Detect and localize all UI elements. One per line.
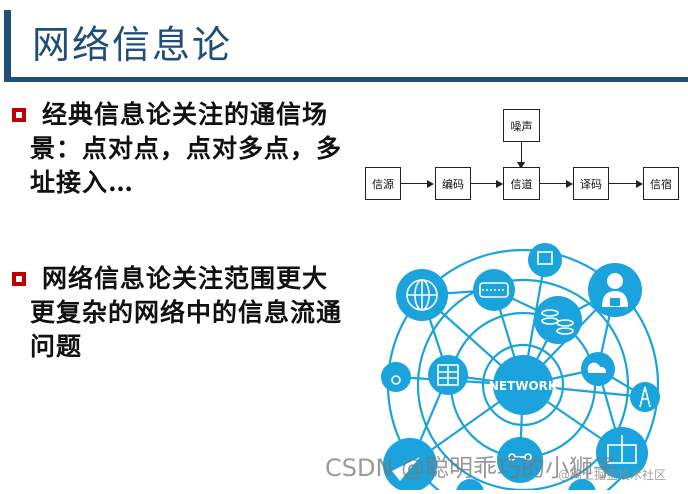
square-bullet-icon <box>12 108 26 122</box>
bullet-classic-info-theory: 经典信息论关注的通信场景：点对点，点对多点，多址接入… <box>12 98 342 200</box>
block-encoder: 编码 <box>435 167 471 200</box>
communication-block-diagram: 噪声 信源 编码 信道 译码 信宿 <box>355 95 688 215</box>
bullet-text: 网络信息论关注范围更大更复杂的网络中的信息流通问题 <box>30 264 343 361</box>
arrow-right-icon <box>636 180 643 188</box>
block-sink: 信宿 <box>643 167 679 200</box>
arrow-right-icon <box>496 180 503 188</box>
watermark-juejin: @稀土掘金技术社区 <box>558 468 667 482</box>
block-decoder: 译码 <box>573 167 609 200</box>
connector <box>401 183 431 184</box>
title-accent-bar <box>4 10 11 80</box>
network-illustration: NETWORK <box>370 235 688 494</box>
arrow-right-icon <box>427 180 434 188</box>
block-noise: 噪声 <box>503 109 540 142</box>
bullet-text: 经典信息论关注的通信场景：点对点，点对多点，多址接入… <box>30 100 343 197</box>
slide-title-area: 网络信息论 <box>0 0 688 84</box>
noise-connector <box>521 142 522 166</box>
bullet-network-info-theory: 网络信息论关注范围更大更复杂的网络中的信息流通问题 <box>12 262 342 364</box>
block-source: 信源 <box>365 167 401 200</box>
slide-title: 网络信息论 <box>32 23 233 67</box>
watermark-csdn: CSDN @聪明乖巧的小狮子 <box>325 454 618 482</box>
network-center-label: NETWORK <box>489 379 558 393</box>
title-underline <box>4 77 688 82</box>
connector <box>471 183 499 184</box>
arrow-right-icon <box>566 180 573 188</box>
connector <box>540 183 569 184</box>
arrow-down-icon <box>517 162 525 169</box>
block-channel: 信道 <box>503 167 540 200</box>
square-bullet-icon <box>12 272 26 286</box>
connector <box>609 183 639 184</box>
